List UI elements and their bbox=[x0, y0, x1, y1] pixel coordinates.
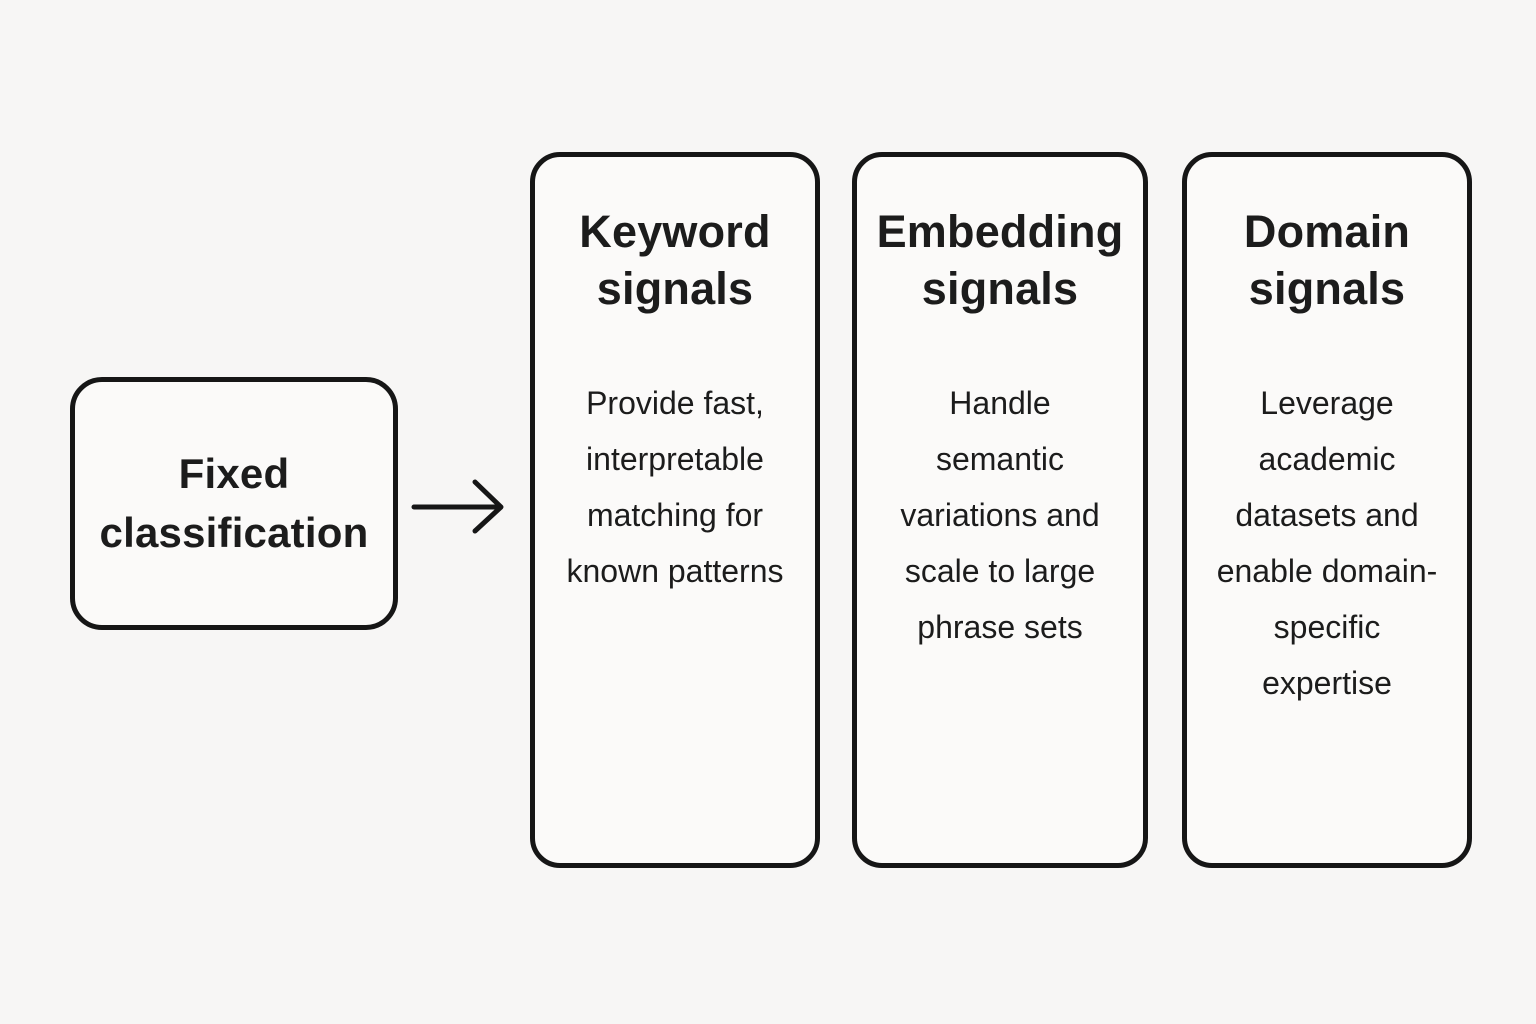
fixed-classification-label: Fixed classification bbox=[99, 449, 369, 556]
domain-signals-card: Domain signals Leverage academic dataset… bbox=[1182, 152, 1472, 868]
embedding-signals-title: Embedding signals bbox=[876, 206, 1124, 315]
domain-signals-title: Domain signals bbox=[1243, 206, 1411, 315]
fixed-classification-box: Fixed classification bbox=[70, 377, 398, 630]
embedding-signals-description: Handle semantic variations and scale to … bbox=[900, 385, 1100, 646]
keyword-signals-title: Keyword signals bbox=[579, 206, 771, 315]
keyword-signals-description: Provide fast, interpretable matching for… bbox=[566, 385, 784, 590]
domain-signals-description: Leverage academic datasets and enable do… bbox=[1216, 385, 1438, 702]
embedding-signals-card: Embedding signals Handle semantic variat… bbox=[852, 152, 1148, 868]
right-arrow-icon bbox=[411, 479, 504, 534]
keyword-signals-card: Keyword signals Provide fast, interpreta… bbox=[530, 152, 820, 868]
